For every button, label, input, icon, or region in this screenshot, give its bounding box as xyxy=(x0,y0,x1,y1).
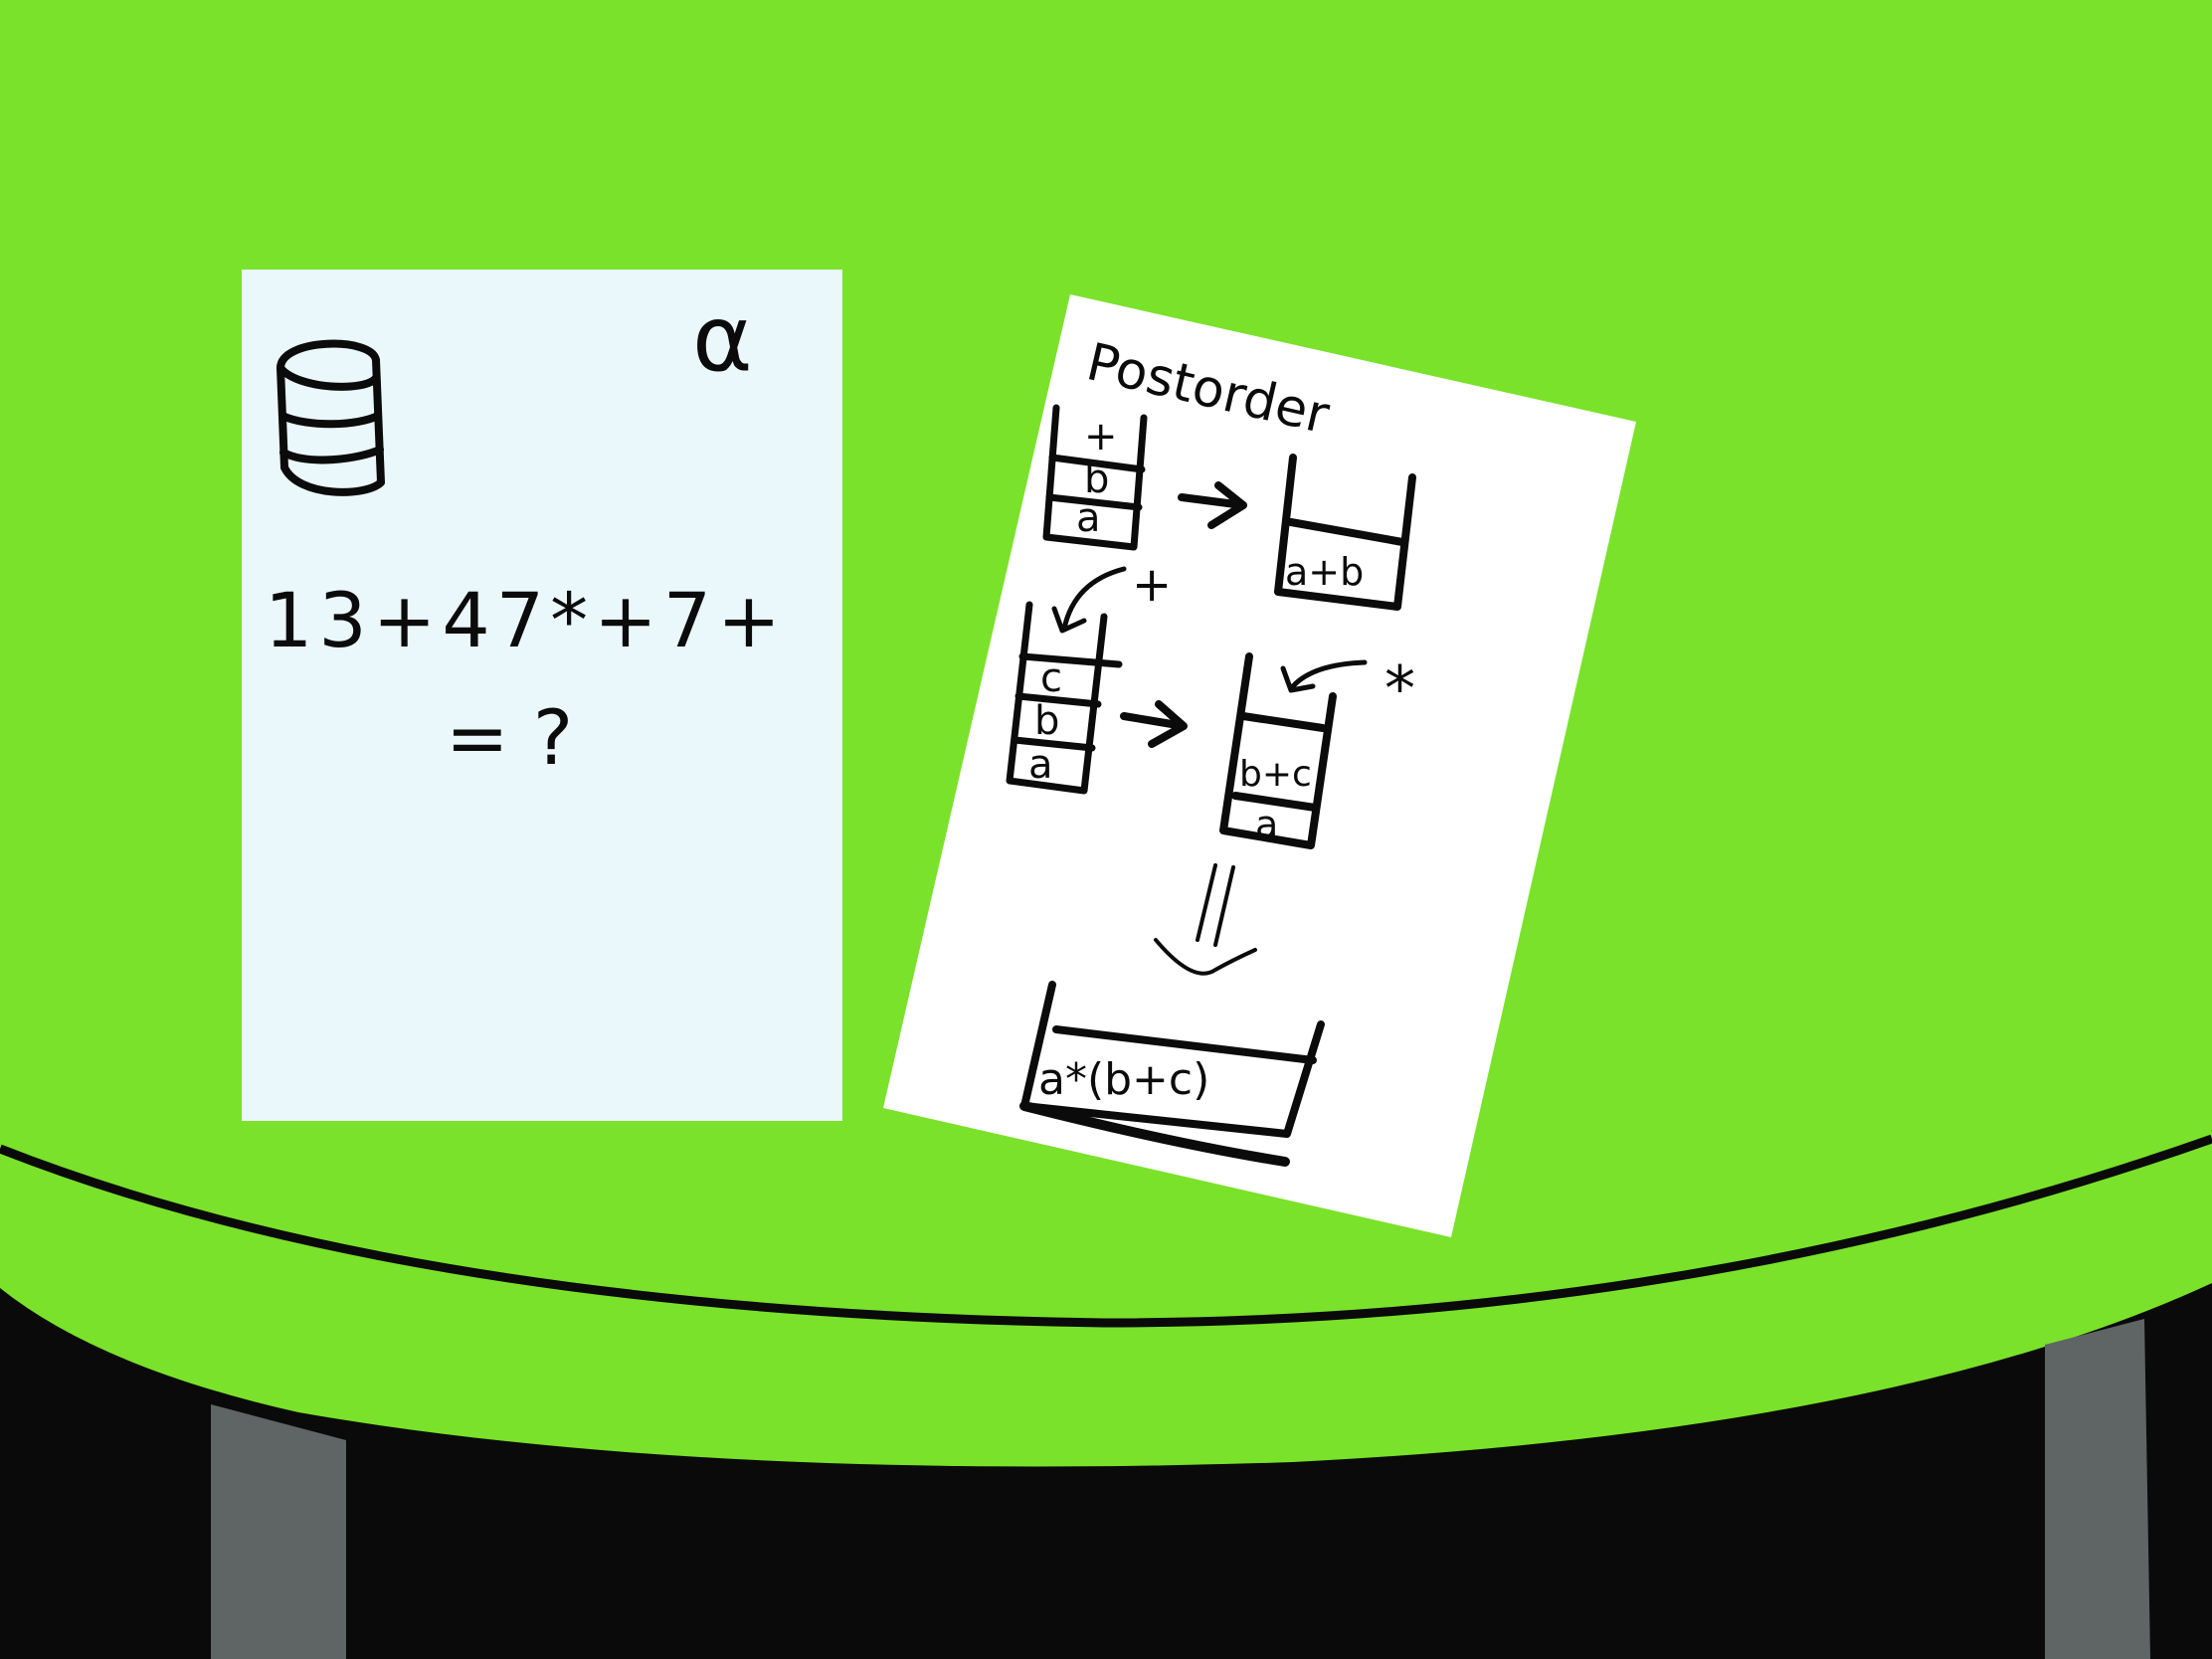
stack-2-item: a xyxy=(1028,742,1053,788)
pop-arrow-icon xyxy=(1280,659,1368,693)
stack-1-item: b xyxy=(1084,457,1109,502)
postfix-expression: 13+47*+7+ xyxy=(265,576,787,664)
stack-1-item: + xyxy=(1084,414,1118,460)
pop-op-star: * xyxy=(1384,652,1415,725)
result-2-label: a xyxy=(1255,803,1278,846)
stack-2: c b a xyxy=(1006,601,1123,795)
pop-arrow-icon xyxy=(1051,566,1127,634)
left-card[interactable]: α 13+47*+7+ = ? xyxy=(242,270,842,1121)
final-stack: a*(b+c) xyxy=(1019,981,1325,1167)
stack-2-item: b xyxy=(1034,698,1059,744)
arrow-icon xyxy=(1120,700,1188,748)
result-stack-2: b+c a xyxy=(1219,652,1337,849)
right-card-paper xyxy=(883,294,1636,1237)
down-arrow-icon xyxy=(1154,863,1257,976)
stack-1-item: a xyxy=(1076,495,1101,541)
result-stack-1: a+b xyxy=(1274,454,1416,611)
stack-1: + b a xyxy=(1042,404,1148,551)
result-2-label: b+c xyxy=(1239,754,1312,795)
arrow-icon xyxy=(1178,481,1247,529)
final-result-label: a*(b+c) xyxy=(1038,1054,1209,1105)
stack-2-item: c xyxy=(1040,655,1062,701)
left-card-paper xyxy=(242,270,842,1121)
table-leg-right xyxy=(2045,1319,2150,1659)
result-1-label: a+b xyxy=(1285,550,1364,594)
board-edge-line xyxy=(0,1134,2212,1328)
right-card[interactable]: Postorder + b a a+b + c b a xyxy=(883,294,1636,1237)
pop-op-plus: + xyxy=(1132,557,1172,613)
alpha-symbol-icon: α xyxy=(692,285,753,392)
table-leg-left xyxy=(211,1404,346,1659)
database-icon xyxy=(276,339,385,496)
answer-prompt: = ? xyxy=(446,693,573,782)
